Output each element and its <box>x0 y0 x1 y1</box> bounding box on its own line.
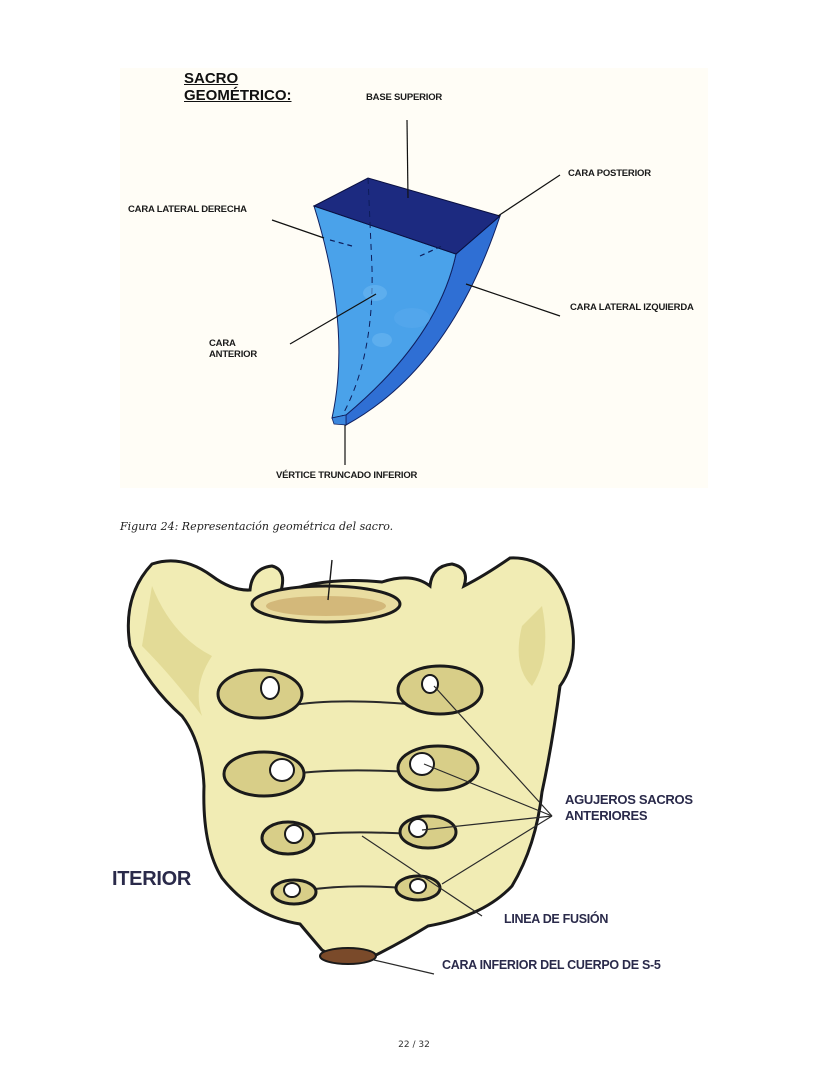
label-cara-anterior-1: CARA <box>209 338 236 349</box>
title-line-1: SACRO <box>184 70 239 87</box>
label-cara-inferior: CARA INFERIOR DEL CUERPO DE S-5 <box>442 958 661 972</box>
sacrum-illustration <box>126 556 575 975</box>
label-vertice: VÉRTICE TRUNCADO INFERIOR <box>276 470 418 481</box>
title-line-2: GEOMÉTRICO: <box>184 87 292 104</box>
label-cara-lateral-izquierda: CARA LATERAL IZQUIERDA <box>570 302 694 313</box>
top-face <box>312 177 502 255</box>
label-agujeros-1: AGUJEROS SACROS <box>565 792 693 807</box>
label-agujeros-2: ANTERIORES <box>565 808 648 823</box>
label-cara-lateral-derecha: CARA LATERAL DERECHA <box>128 204 247 215</box>
foramen-left-1 <box>216 668 304 720</box>
label-cara-posterior: CARA POSTERIOR <box>568 168 651 179</box>
page-number: 22 / 32 <box>398 1040 430 1050</box>
truncated-vertex <box>331 414 347 426</box>
label-side-partial: ITERIOR <box>112 868 192 890</box>
figure-title: SACRO GEOMÉTRICO: <box>184 70 292 104</box>
label-base-superior: BASE SUPERIOR <box>366 92 443 103</box>
foramen-right-3 <box>398 814 458 850</box>
anatomical-sacrum-figure: ITERIOR AGUJEROS SACROS ANTERIORES LINEA… <box>112 546 710 976</box>
label-linea-fusion: LINEA DE FUSIÓN <box>504 912 609 926</box>
foramen-right-1 <box>396 664 484 716</box>
geometric-sacrum-figure: BASE SUPERIOR CARA POSTERIOR CARA LATERA… <box>120 68 708 488</box>
label-cara-anterior-2: ANTERIOR <box>209 349 258 360</box>
geometric-sacrum-drawing <box>271 119 561 465</box>
figure-caption: Figura 24: Representación geométrica del… <box>120 520 394 533</box>
inferior-body-s5 <box>319 947 377 965</box>
